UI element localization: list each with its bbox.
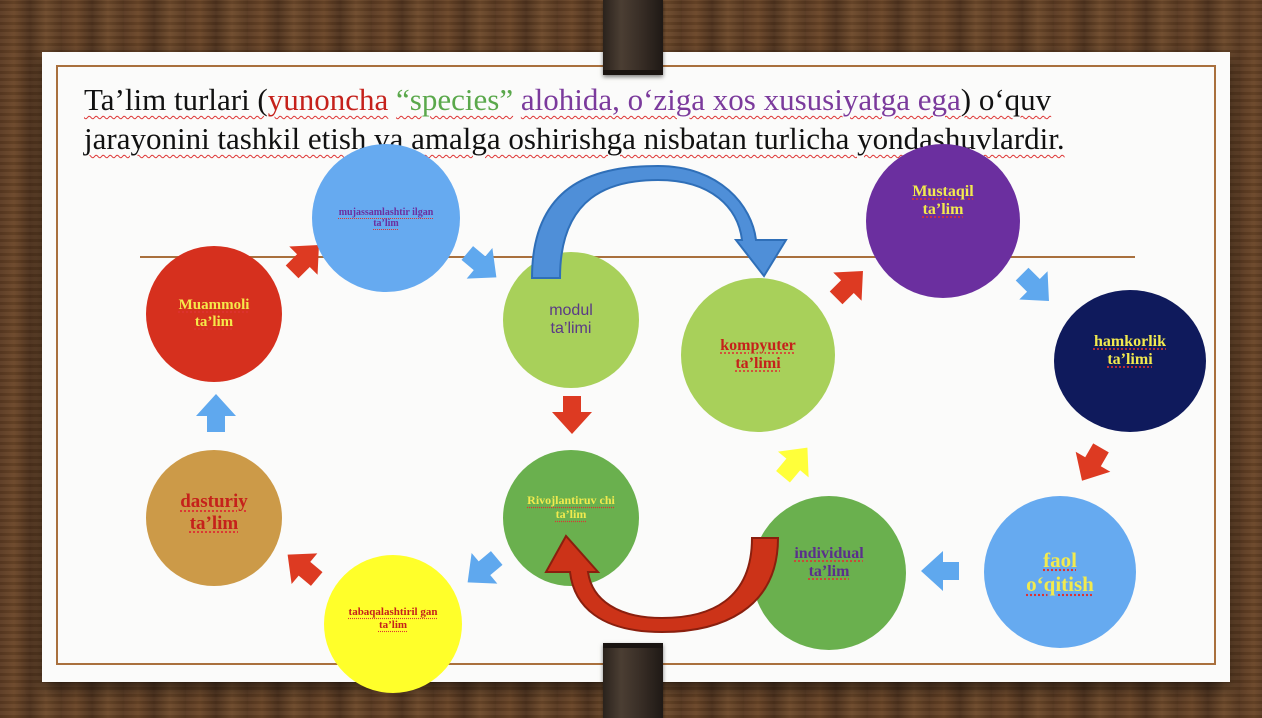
node-faol-label: faol o‘qitish — [1026, 547, 1094, 596]
intro-part-species: “species” — [396, 82, 514, 117]
node-individual-label: individual ta’lim — [794, 544, 864, 580]
node-dasturiy-label: dasturiy ta’lim — [180, 491, 248, 534]
node-mujassam-talim: mujassamlashtir ilgan ta’lim — [312, 144, 460, 292]
binder-clip-top — [603, 0, 663, 75]
node-rivoj-label: Rivojlantiruv chi ta’lim — [527, 493, 615, 521]
intro-part-alohida: alohida, o‘ziga xos xususiyatga ega — [520, 82, 961, 117]
node-individual-talim: individual ta’lim — [752, 496, 906, 650]
intro-part-rest: ) o‘quv jarayonini tashkil etish va amal… — [84, 82, 1065, 156]
node-modul-label: modul ta’limi — [549, 301, 593, 337]
node-modul-talimi: modul ta’limi — [503, 252, 639, 388]
node-mujassam-label: mujassamlashtir ilgan ta’lim — [338, 206, 434, 230]
intro-part-1: Ta’lim turlari ( — [84, 82, 268, 117]
node-faol-oqitish: faol o‘qitish — [984, 496, 1136, 648]
node-tabaqa-label: tabaqalashtiril gan ta’lim — [348, 606, 438, 631]
node-tabaqalashtirilgan-talim: tabaqalashtiril gan ta’lim — [324, 555, 462, 693]
arrow-curved-red — [544, 534, 780, 634]
node-hamkorlik-talimi: hamkorlik ta’limi — [1054, 290, 1206, 432]
node-muammoli-label: Muammoli ta’lim — [178, 296, 250, 330]
node-kompyuter-talimi: kompyuter ta’limi — [681, 278, 835, 432]
node-mustaqil-talim: Mustaqil ta’lim — [866, 144, 1020, 298]
node-dasturiy-talim: dasturiy ta’lim — [146, 450, 282, 586]
intro-text: Ta’lim turlari (yunoncha “species” alohi… — [84, 80, 1164, 158]
divider-line — [140, 256, 1135, 258]
node-mustaqil-label: Mustaqil ta’lim — [912, 182, 974, 218]
node-hamkorlik-label: hamkorlik ta’limi — [1093, 332, 1166, 368]
node-kompyuter-label: kompyuter ta’limi — [720, 336, 796, 372]
binder-clip-bottom — [603, 643, 663, 718]
intro-part-yunoncha: yunoncha — [267, 82, 389, 117]
arrow-curved-blue — [530, 164, 788, 279]
node-muammoli-talim: Muammoli ta’lim — [146, 246, 282, 382]
